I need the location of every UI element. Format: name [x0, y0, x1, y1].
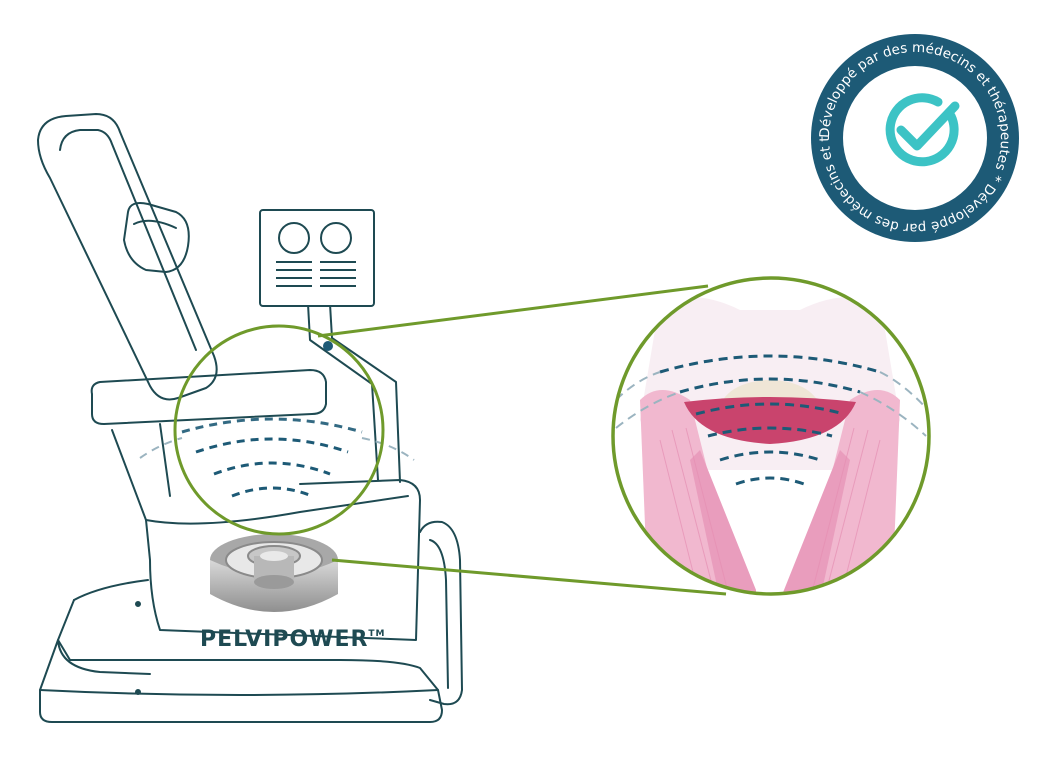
brand-logo: PELVIPOWERTM	[200, 627, 386, 652]
brand-trademark: TM	[368, 629, 385, 639]
chair-base	[39, 639, 443, 723]
chair-headrest	[123, 202, 190, 273]
magnetic-coil-icon	[210, 534, 338, 612]
chair	[37, 113, 463, 723]
check-icon	[885, 93, 960, 167]
zoom-circle	[611, 276, 931, 596]
chair-armrest	[90, 369, 327, 425]
monitor-icon	[259, 209, 375, 307]
focus-circle	[173, 324, 385, 536]
zoom-connector	[317, 284, 727, 596]
zoom-anatomy	[613, 278, 929, 594]
chair-backrest	[37, 113, 218, 401]
chair-field-waves	[139, 417, 415, 498]
monitor-screen	[259, 209, 375, 307]
chair-legrest	[419, 520, 463, 706]
chair-seat	[111, 429, 421, 641]
brand-name: PELVIPOWER	[200, 627, 368, 652]
